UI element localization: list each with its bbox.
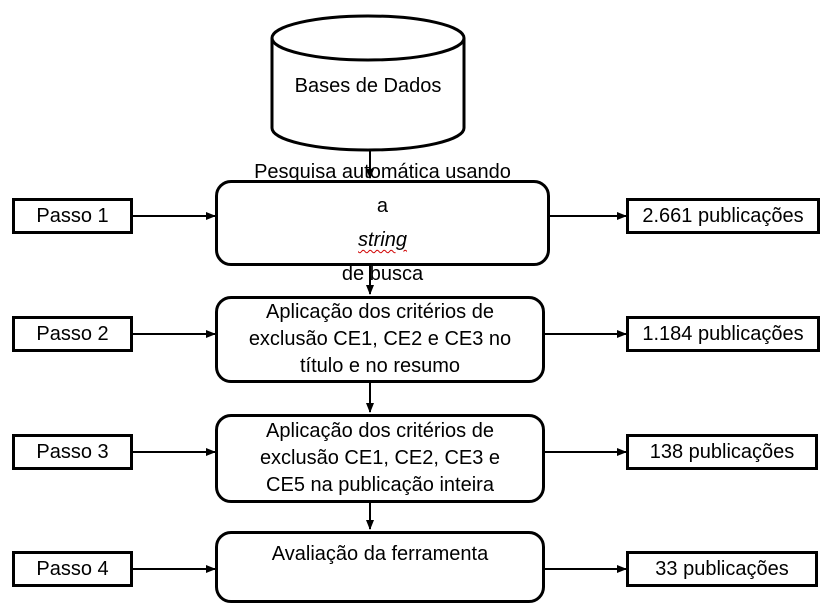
process-2-line-1: Aplicação dos critérios de bbox=[266, 301, 494, 323]
process-2-line-3: título e no resumo bbox=[299, 355, 461, 377]
process-4-line-1: Avaliação da ferramenta bbox=[271, 543, 489, 565]
step-2-label: Passo 2 bbox=[12, 316, 133, 352]
result-4: 33 publicações bbox=[626, 551, 818, 587]
process-step-3: Aplicação dos critérios de exclusão CE1,… bbox=[215, 414, 545, 503]
process-step-1: Pesquisa automática usando a string de b… bbox=[215, 161, 550, 285]
process-step-2: Aplicação dos critérios de exclusão CE1,… bbox=[215, 296, 545, 383]
step-4-label: Passo 4 bbox=[12, 551, 133, 587]
step-1-text: Passo 1 bbox=[36, 205, 109, 227]
step-4-text: Passo 4 bbox=[36, 558, 109, 580]
process-1-emphasis: string bbox=[358, 229, 407, 251]
process-3-line-2: exclusão CE1, CE2, CE3 e bbox=[259, 447, 501, 469]
step-2-text: Passo 2 bbox=[36, 323, 109, 345]
result-1: 2.661 publicações bbox=[626, 198, 820, 234]
result-3-text: 138 publicações bbox=[649, 441, 795, 463]
process-1-line-1: Pesquisa automática usando bbox=[254, 161, 511, 183]
result-2-text: 1.184 publicações bbox=[642, 323, 804, 345]
database-label: Bases de Dados bbox=[294, 75, 442, 97]
step-3-text: Passo 3 bbox=[36, 441, 109, 463]
result-2: 1.184 publicações bbox=[626, 316, 820, 352]
process-2-line-2: exclusão CE1, CE2 e CE3 no bbox=[248, 328, 512, 350]
database-cylinder-icon bbox=[270, 14, 466, 152]
step-3-label: Passo 3 bbox=[12, 434, 133, 470]
step-1-label: Passo 1 bbox=[12, 198, 133, 234]
process-1-pre: a bbox=[376, 195, 389, 217]
process-3-line-1: Aplicação dos critérios de bbox=[266, 420, 494, 442]
result-4-text: 33 publicações bbox=[655, 558, 789, 580]
result-3: 138 publicações bbox=[626, 434, 818, 470]
result-1-text: 2.661 publicações bbox=[642, 205, 804, 227]
process-3-line-3: CE5 na publicação inteira bbox=[266, 474, 494, 496]
process-step-4: Avaliação da ferramenta bbox=[215, 531, 545, 603]
process-1-line-2: a string de busca bbox=[342, 189, 423, 291]
process-1-post: de busca bbox=[341, 263, 424, 285]
